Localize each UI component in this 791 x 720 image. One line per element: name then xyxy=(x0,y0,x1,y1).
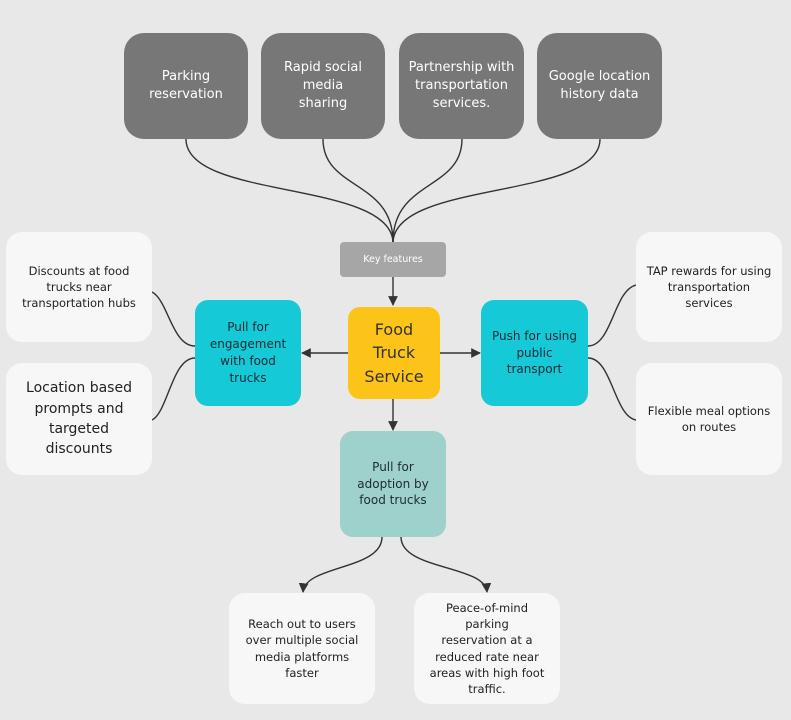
card-text: Reach out to users over multiple social … xyxy=(245,617,359,680)
card-text: Peace-of-mind parking reservation at a r… xyxy=(429,601,545,696)
pull-adoption-label: Pull for adoption by food trucks xyxy=(357,459,429,508)
key-features-node[interactable]: Key features xyxy=(340,242,446,277)
pull-engagement-label: Pull for engagement with food trucks xyxy=(209,320,287,385)
connector-engagement-to-location xyxy=(151,357,196,421)
card-tap-rewards[interactable]: TAP rewards for using transportation ser… xyxy=(636,232,782,342)
card-reach-users[interactable]: Reach out to users over multiple social … xyxy=(229,593,375,704)
center-label: Food Truck Service xyxy=(364,320,424,386)
pull-engagement-node[interactable]: Pull for engagement with food trucks xyxy=(195,300,301,406)
feature-location-history[interactable]: Google location history data xyxy=(537,33,662,139)
card-text: TAP rewards for using transportation ser… xyxy=(646,263,772,311)
connector-transport-to-tap xyxy=(587,284,637,347)
card-discounts-transport-hubs[interactable]: Discounts at food trucks near transporta… xyxy=(6,232,152,342)
card-location-prompts[interactable]: Location based prompts and targeted disc… xyxy=(6,363,152,475)
push-transport-node[interactable]: Push for using public transport xyxy=(481,300,588,406)
card-flexible-meals[interactable]: Flexible meal options on routes xyxy=(636,363,782,475)
connector-feature-2 xyxy=(322,138,394,243)
key-features-label: Key features xyxy=(363,253,423,265)
connector-engagement-to-discounts xyxy=(151,291,196,347)
feature-transportation-partnership[interactable]: Partnership with transportation services… xyxy=(399,33,524,139)
card-text: Location based prompts and targeted disc… xyxy=(26,380,132,458)
pull-adoption-node[interactable]: Pull for adoption by food trucks xyxy=(340,431,446,537)
feature-label: Parking reservation xyxy=(149,68,223,102)
connector-transport-to-flexible xyxy=(587,357,637,421)
feature-parking-reservation[interactable]: Parking reservation xyxy=(124,33,248,139)
card-text: Discounts at food trucks near transporta… xyxy=(22,263,136,311)
card-parking-peace-of-mind[interactable]: Peace-of-mind parking reservation at a r… xyxy=(414,593,560,704)
center-node[interactable]: Food Truck Service xyxy=(348,307,440,399)
connector-adoption-to-reach xyxy=(298,536,383,593)
feature-social-media-sharing[interactable]: Rapid social media sharing xyxy=(261,33,385,139)
feature-label: Google location history data xyxy=(548,68,651,102)
connector-adoption-to-parking xyxy=(400,536,492,593)
feature-label: Rapid social media sharing xyxy=(283,59,363,112)
feature-label: Partnership with transportation services… xyxy=(408,59,515,112)
push-transport-label: Push for using public transport xyxy=(491,328,578,377)
connector-feature-3 xyxy=(392,138,463,243)
connector-feature-1 xyxy=(185,138,394,243)
connector-feature-4 xyxy=(392,138,601,243)
card-text: Flexible meal options on routes xyxy=(647,403,771,434)
